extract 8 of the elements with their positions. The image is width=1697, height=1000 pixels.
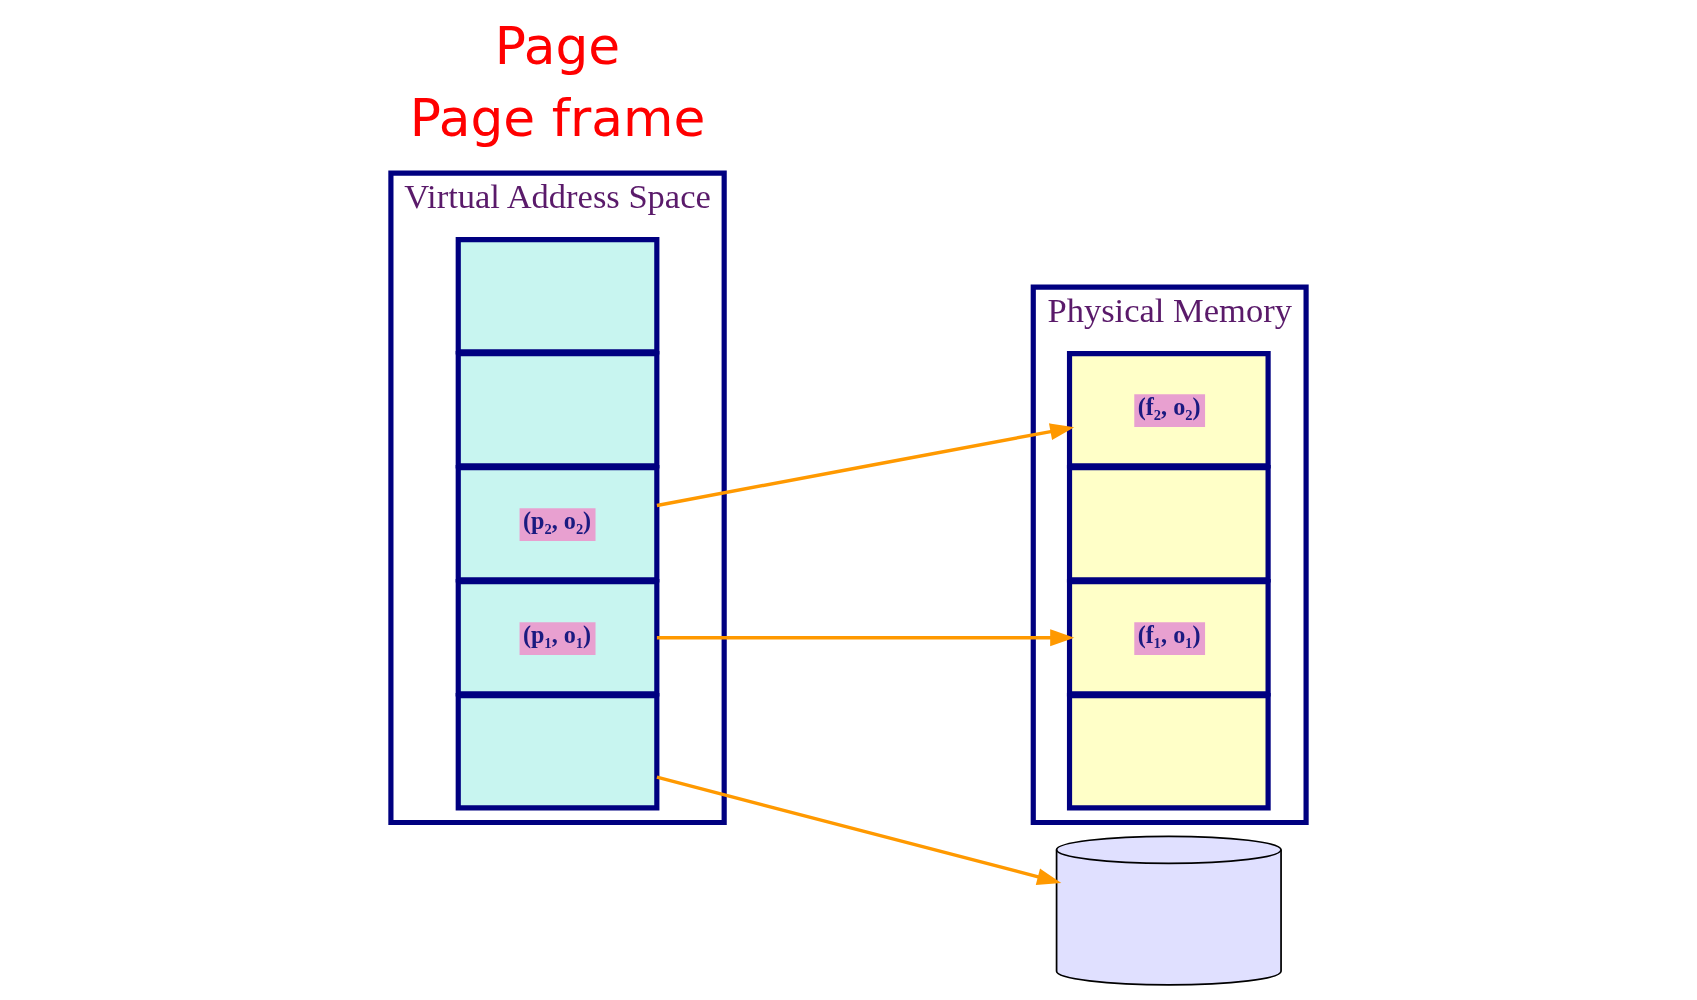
arrow xyxy=(656,423,1075,508)
label: Page xyxy=(494,15,621,76)
label: Page frame xyxy=(409,88,706,149)
arrow xyxy=(656,629,1075,647)
node-box xyxy=(455,692,660,811)
arrow xyxy=(656,775,1062,885)
node-box xyxy=(1066,692,1271,811)
node-box xyxy=(1066,465,1271,583)
